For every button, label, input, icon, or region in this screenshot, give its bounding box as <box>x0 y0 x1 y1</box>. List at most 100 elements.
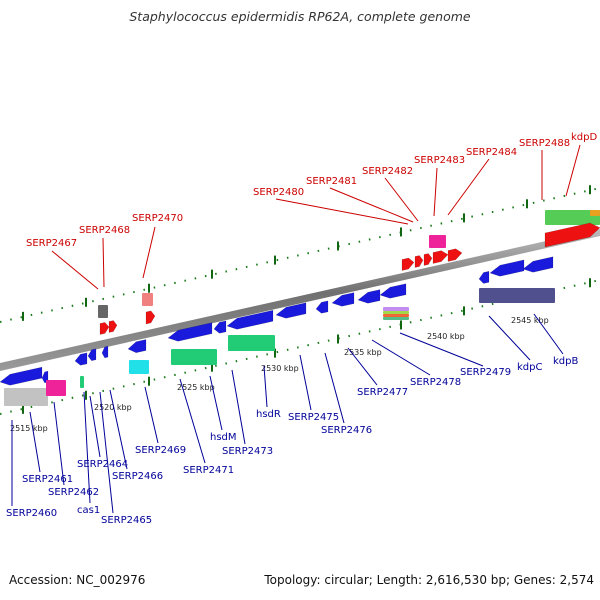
leader-line <box>29 411 41 473</box>
gene-block-magenta <box>429 235 446 248</box>
leader-line <box>565 144 581 197</box>
leader-line <box>533 313 564 355</box>
gene-block-gray <box>4 388 48 406</box>
leader-line <box>51 250 99 290</box>
kbp-tick-label: 2540 kbp <box>427 332 465 341</box>
gene-arrow-reverse <box>0 366 43 386</box>
gene-label: SERP2468 <box>79 225 130 236</box>
gene-arrow-reverse <box>275 302 307 319</box>
leader-line <box>53 401 65 486</box>
gene-label: SERP2477 <box>357 387 408 398</box>
leader-line <box>179 378 206 464</box>
gene-arrow-reverse <box>167 322 213 342</box>
gene-label: SERP2488 <box>519 138 570 149</box>
leader-line <box>142 226 156 279</box>
leader-line <box>99 391 114 514</box>
gene-block-green-small <box>80 376 84 388</box>
gene-label: SERP2478 <box>410 377 461 388</box>
gene-label: SERP2481 <box>306 176 357 187</box>
leader-line <box>299 354 312 411</box>
gene-block-green <box>228 335 275 351</box>
gene-arrow-forward <box>423 253 433 266</box>
leader-line <box>209 375 223 431</box>
leader-line <box>263 365 268 408</box>
kbp-tick-label: 2535 kbp <box>344 348 382 357</box>
gene-label: SERP2479 <box>460 367 511 378</box>
gene-arrow-reverse <box>101 345 109 359</box>
gene-label: SERP2465 <box>101 515 152 526</box>
gene-block-kdpd <box>545 210 600 225</box>
gene-label: kdpD <box>571 132 597 143</box>
gene-arrow-reverse <box>87 348 97 361</box>
gene-label: SERP2469 <box>135 445 186 456</box>
genome-summary: Topology: circular; Length: 2,616,530 bp… <box>264 573 594 587</box>
gene-label: SERP2464 <box>77 459 128 470</box>
gene-label: SERP2470 <box>132 213 183 224</box>
leader-line <box>447 158 490 216</box>
leader-line <box>371 339 431 376</box>
kbp-tick-label: 2545 kbp <box>511 316 549 325</box>
leader-line <box>102 237 105 288</box>
gene-block-orange <box>590 210 600 216</box>
gene-label: SERP2467 <box>26 238 77 249</box>
leader-line <box>144 386 159 444</box>
gene-features <box>0 210 600 406</box>
gene-block-dark-gray <box>98 305 108 318</box>
leader-line <box>384 177 419 222</box>
gene-arrow-forward <box>99 322 110 335</box>
accession-text: Accession: NC_002976 <box>9 573 146 587</box>
leader-line <box>488 315 531 361</box>
gene-arrow-forward <box>108 320 118 333</box>
chromosome-backbone <box>0 229 600 371</box>
leader-line <box>329 187 414 223</box>
leader-line <box>399 332 484 367</box>
gene-arrow-forward <box>145 310 156 325</box>
gene-block-light-red <box>142 293 153 306</box>
kbp-tick-label: 2525 kbp <box>177 383 215 392</box>
gene-arrow-reverse <box>522 256 554 273</box>
gene-label: hsdR <box>256 409 281 420</box>
map-title: Staphylococcus epidermidis RP62A, comple… <box>129 9 471 24</box>
leader-line <box>83 391 91 504</box>
gene-arrow-reverse <box>489 259 525 277</box>
gene-arrow-reverse <box>478 270 490 284</box>
gene-arrow-forward <box>432 250 449 264</box>
gene-block-green <box>171 349 217 365</box>
gene-label: SERP2461 <box>22 474 73 485</box>
gene-label: hsdM <box>210 432 237 443</box>
leader-line <box>275 198 409 225</box>
gene-arrow-reverse <box>331 292 355 307</box>
gene-label: SERP2466 <box>112 471 163 482</box>
gene-arrow-forward <box>447 248 463 262</box>
leader-line <box>347 347 378 386</box>
gene-label: SERP2476 <box>321 425 372 436</box>
gene-stripe-teal <box>383 317 409 320</box>
gene-label: SERP2475 <box>288 412 339 423</box>
leader-line <box>433 167 438 217</box>
leader-line <box>89 395 101 458</box>
gene-block-purple <box>479 288 555 303</box>
gene-label: SERP2484 <box>466 147 517 158</box>
kbp-tick-label: 2515 kbp <box>10 424 48 433</box>
gene-label: SERP2483 <box>414 155 465 166</box>
leader-line <box>324 352 345 424</box>
gene-label: cas1 <box>77 505 100 516</box>
gene-stripe-orange <box>383 314 409 317</box>
gene-label: SERP2460 <box>6 508 57 519</box>
gene-label: SERP2462 <box>48 487 99 498</box>
gene-arrow-reverse <box>357 289 381 304</box>
gene-stripe-lime <box>383 311 409 314</box>
gene-arrow-forward <box>544 222 600 248</box>
label-leader-lines <box>11 144 581 514</box>
gene-label: SERP2471 <box>183 465 234 476</box>
kbp-tick-label: 2530 kbp <box>261 364 299 373</box>
gene-arrow-reverse <box>74 352 88 366</box>
leader-line <box>231 369 246 445</box>
leader-line <box>109 389 128 470</box>
ruler-ticks <box>22 185 591 414</box>
gene-stripe-violet <box>383 307 409 311</box>
gene-label: SERP2473 <box>222 446 273 457</box>
gene-label: kdpB <box>553 356 578 367</box>
gene-labels: SERP2467SERP2468SERP2470SERP2480SERP2481… <box>6 132 597 526</box>
